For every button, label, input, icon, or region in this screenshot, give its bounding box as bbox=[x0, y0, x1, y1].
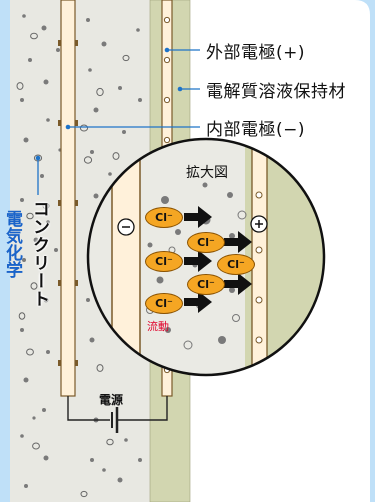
chloride-ion: Cl⁻ bbox=[145, 207, 183, 228]
leader-dots bbox=[35, 47, 183, 161]
chloride-ion: Cl⁻ bbox=[187, 232, 225, 253]
chloride-ion: Cl⁻ bbox=[145, 293, 183, 314]
inner-electrode-label: 内部電極(−) bbox=[206, 120, 306, 140]
migration-arrows bbox=[184, 206, 252, 313]
chloride-ion: Cl⁻ bbox=[217, 254, 255, 275]
concrete-label: コンクリート bbox=[29, 200, 49, 308]
power-circuit bbox=[67, 396, 168, 421]
leader-lines bbox=[37, 49, 200, 195]
battery-symbol bbox=[111, 407, 119, 433]
inner-electrode-notches bbox=[58, 40, 78, 366]
flow-label: 流動 bbox=[147, 320, 169, 333]
electrolyte-sheet-label: 電解質溶液保持材 bbox=[206, 82, 346, 102]
chloride-ion: Cl⁻ bbox=[145, 251, 183, 272]
chloride-ion: Cl⁻ bbox=[187, 274, 225, 295]
outer-electrode-label: 外部電極(+) bbox=[206, 43, 306, 63]
power-source-label: 電源 bbox=[99, 393, 124, 407]
side-title: 電気化学 bbox=[2, 210, 22, 278]
inner-electrode bbox=[60, 0, 76, 397]
zoom-title: 拡大図 bbox=[186, 165, 228, 181]
